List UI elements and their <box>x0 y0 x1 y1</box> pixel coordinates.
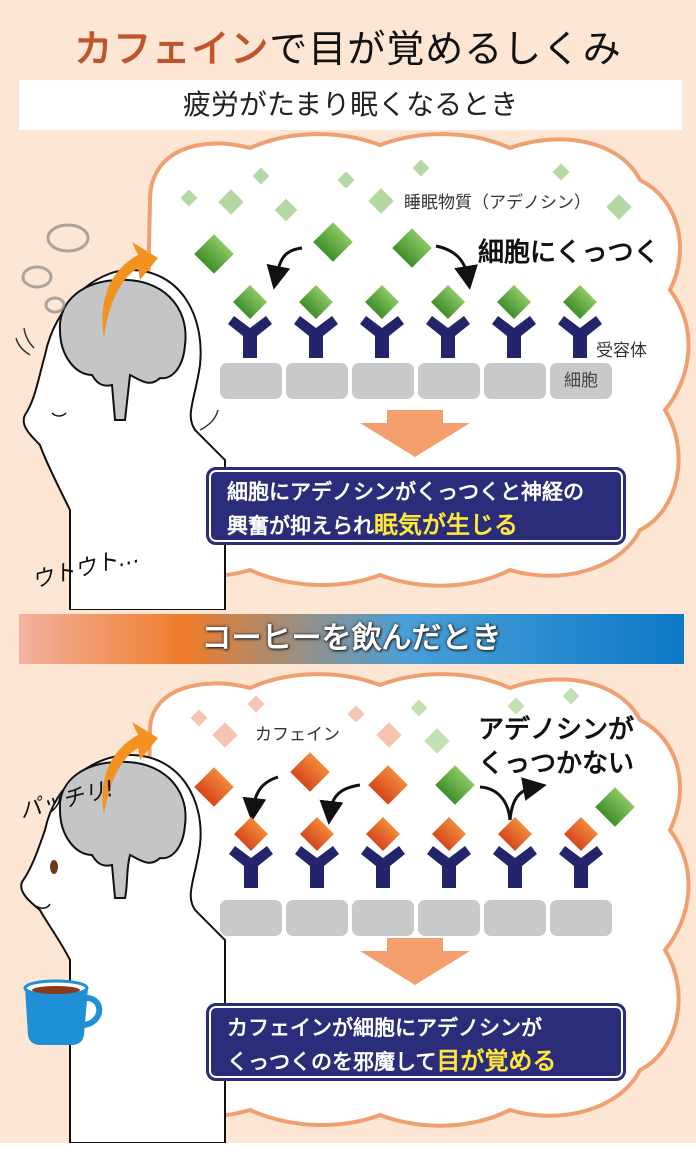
cell-block <box>352 900 414 936</box>
cell-block <box>550 900 612 936</box>
coffee-mug-icon <box>23 979 103 1045</box>
result-box-drowsy: 細胞にアデノシンがくっつくと神経の 興奮が抑えられ眠気が生じる <box>206 467 626 545</box>
result-line2: くっつくのを邪魔して目が覚める <box>227 1047 557 1075</box>
section2-heading: コーヒーを飲んだとき <box>19 614 684 664</box>
cell-block <box>220 900 282 936</box>
section1-heading: 疲労がたまり眠くなるとき <box>19 80 682 130</box>
result-line1: 細胞にアデノシンがくっつくと神経の <box>227 480 584 504</box>
attach-label: 細胞にくっつく <box>478 238 660 268</box>
cell-block <box>418 363 480 399</box>
cell-block <box>484 363 546 399</box>
result-line2: 興奮が抑えられ眠気が生じる <box>227 511 518 539</box>
cell-block-labeled: 細胞 <box>550 363 612 399</box>
caffeine-label: カフェイン <box>255 725 340 745</box>
highlight-text: 目が覚める <box>436 1047 557 1075</box>
down-arrow-icon <box>360 938 470 985</box>
adenosine-label: 睡眠物質（アデノシン） <box>404 193 591 213</box>
head-profile-icon <box>20 753 226 1143</box>
page-title: カフェインで目が覚めるしくみ <box>0 18 696 73</box>
cell-block <box>352 363 414 399</box>
result-line1: カフェインが細胞にアデノシンが <box>227 1016 542 1040</box>
thought-bubble-icon <box>21 223 90 314</box>
orange-arrow <box>102 722 158 815</box>
receptor-label: 受容体 <box>596 341 647 361</box>
not-attach-label-line2: くっつかない <box>478 749 635 779</box>
orange-arrow <box>102 242 158 338</box>
down-arrow-icon <box>360 410 470 457</box>
cell-block <box>286 900 348 936</box>
head-profile-icon <box>15 268 226 610</box>
title-rest: で目が覚めるしくみ <box>269 27 622 71</box>
cell-block <box>418 900 480 936</box>
title-accent: カフェイン <box>74 27 270 71</box>
not-attach-label-line1: アデノシンが <box>478 715 635 745</box>
result-box-awake: カフェインが細胞にアデノシンが くっつくのを邪魔して目が覚める <box>206 1003 626 1081</box>
highlight-text: 眠気が生じる <box>374 511 518 539</box>
cell-block <box>220 363 282 399</box>
cell-block <box>286 363 348 399</box>
cell-label: 細胞 <box>564 371 598 391</box>
cell-block <box>484 900 546 936</box>
